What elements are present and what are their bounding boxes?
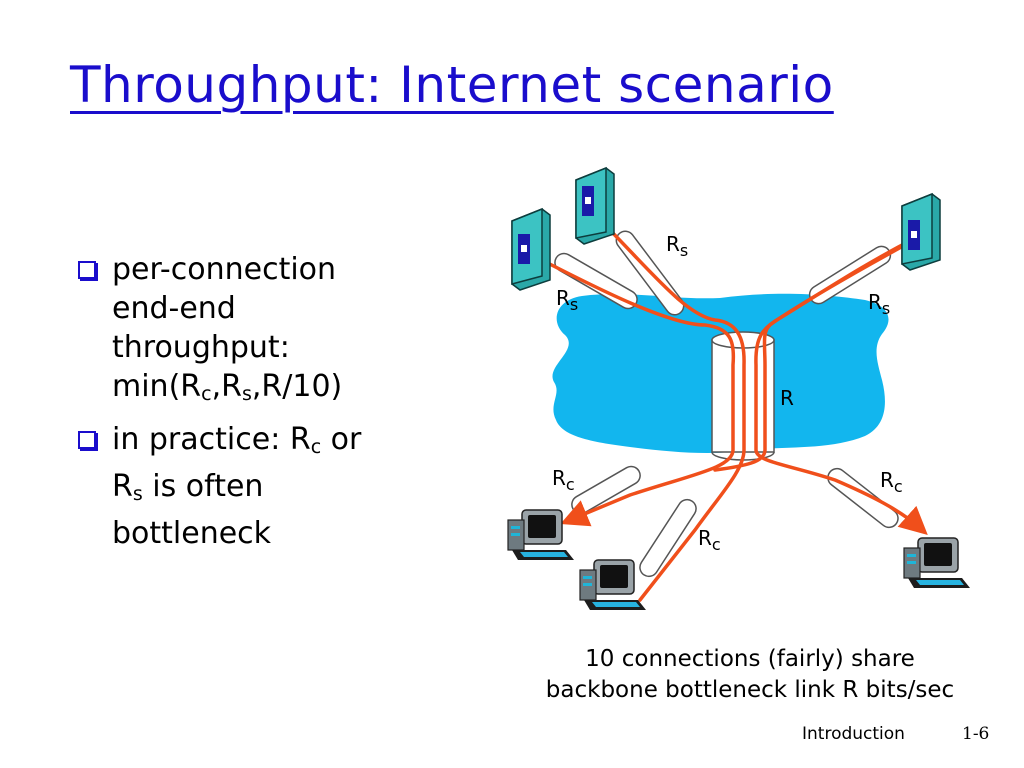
bullet-practice: in practice: Rc or Rs is often bottlenec… [76,420,436,553]
bullet-line: in practice: Rc or [112,422,362,458]
client-computer-icon [903,537,970,588]
bullet-line: bottleneck [112,516,272,551]
label-rc-bottom: Rc [698,526,721,554]
label-rs-right: Rs [868,290,891,318]
footer-page-number: 1-6 [962,724,990,744]
label-rs-left: Rs [556,286,579,314]
label-rc-left: Rc [552,466,575,494]
server-icon [511,207,551,291]
slide-title: Throughput: Internet scenario [70,56,834,114]
network-diagram-graphic [507,166,970,610]
client-computer-icon [579,559,646,610]
bullet-line: throughput: [112,330,290,365]
flow-line [536,256,736,527]
flow-line [713,243,907,472]
link-tube [571,465,641,515]
flow-line [600,220,746,602]
bullet-throughput: per-connection end-end throughput: min(R… [76,250,436,414]
caption-line: 10 connections (fairly) share [585,646,915,672]
label-r-backbone: R [780,386,794,410]
bullet-formula: min(Rc,Rs,R/10) [112,369,343,405]
label-rc-right: Rc [880,468,903,496]
footer-section: Introduction [802,724,905,744]
client-computer-icon [507,509,574,560]
diagram-caption: 10 connections (fairly) share backbone b… [490,644,1010,706]
bullet-line: end-end [112,291,236,326]
square-bullet-icon [78,261,96,279]
server-icon [575,166,615,245]
bullet-list: per-connection end-end throughput: min(R… [76,250,436,559]
bullet-line: Rs is often [112,469,264,505]
square-bullet-icon [78,431,96,449]
server-icon [901,192,941,271]
network-diagram: Rs Rs Rs R Rc Rc Rc [490,150,1010,640]
caption-line: backbone bottleneck link R bits/sec [545,677,955,703]
bullet-line: per-connection [112,252,337,287]
label-rs-top: Rs [666,232,689,260]
link-tube [639,498,697,578]
